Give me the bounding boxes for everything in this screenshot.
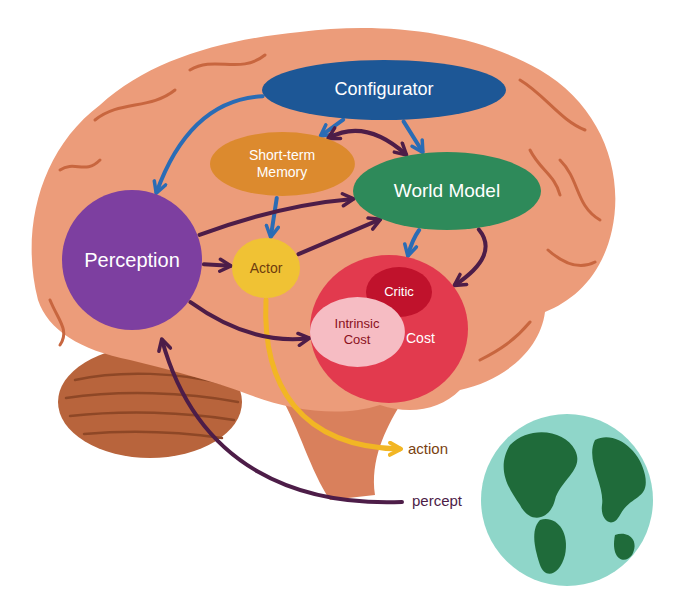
cerebrum — [32, 28, 616, 411]
action-label: action — [408, 440, 448, 457]
flow-arrow — [271, 198, 277, 236]
memory-ellipse: Short-term Memory — [210, 132, 355, 196]
node-label: Perception — [84, 248, 180, 272]
node-fill — [210, 132, 355, 196]
flow-arrow — [455, 229, 486, 285]
flow-arrow — [199, 199, 352, 235]
intrinsic-cost-circle: Intrinsic Cost — [310, 297, 405, 367]
flow-arrow — [404, 121, 423, 151]
node-fill — [62, 190, 202, 330]
flow-arrow — [298, 220, 379, 254]
globe-continents — [504, 432, 646, 573]
node-fill — [262, 60, 506, 120]
text-holder: Cost — [406, 329, 435, 347]
text-holder: Intrinsic Cost — [310, 297, 405, 367]
node-label: Short-term Memory — [232, 147, 332, 181]
cerebellum-folds — [66, 374, 238, 438]
node-fill — [310, 297, 405, 367]
node-label: Actor — [250, 260, 283, 277]
text-holder: Configurator — [262, 60, 506, 120]
node-label: World Model — [394, 180, 500, 203]
node-fill — [310, 255, 468, 403]
node-fill — [353, 152, 541, 230]
node-label: Intrinsic Cost — [325, 316, 389, 347]
flow-arrow — [408, 230, 419, 255]
percept-label: percept — [412, 492, 462, 509]
cost-circle: Cost CriticIntrinsic Cost — [310, 255, 468, 403]
node-label: Configurator — [334, 79, 433, 101]
node-label: Critic — [384, 284, 414, 300]
text-holder: World Model — [353, 152, 541, 230]
text-holder: Actor — [232, 238, 300, 298]
flow-arrow — [204, 264, 230, 266]
world-model-ellipse: World Model — [353, 152, 541, 230]
configurator-ellipse: Configurator — [262, 60, 506, 120]
node-label: Cost — [406, 330, 435, 347]
flow-arrow — [190, 302, 308, 339]
perception-circle: Perception — [62, 190, 202, 330]
text-holder: Short-term Memory — [210, 132, 355, 196]
actor-circle: Actor — [232, 238, 300, 298]
text-holder: Perception — [62, 190, 202, 330]
globe — [481, 414, 653, 586]
node-fill — [232, 238, 300, 298]
